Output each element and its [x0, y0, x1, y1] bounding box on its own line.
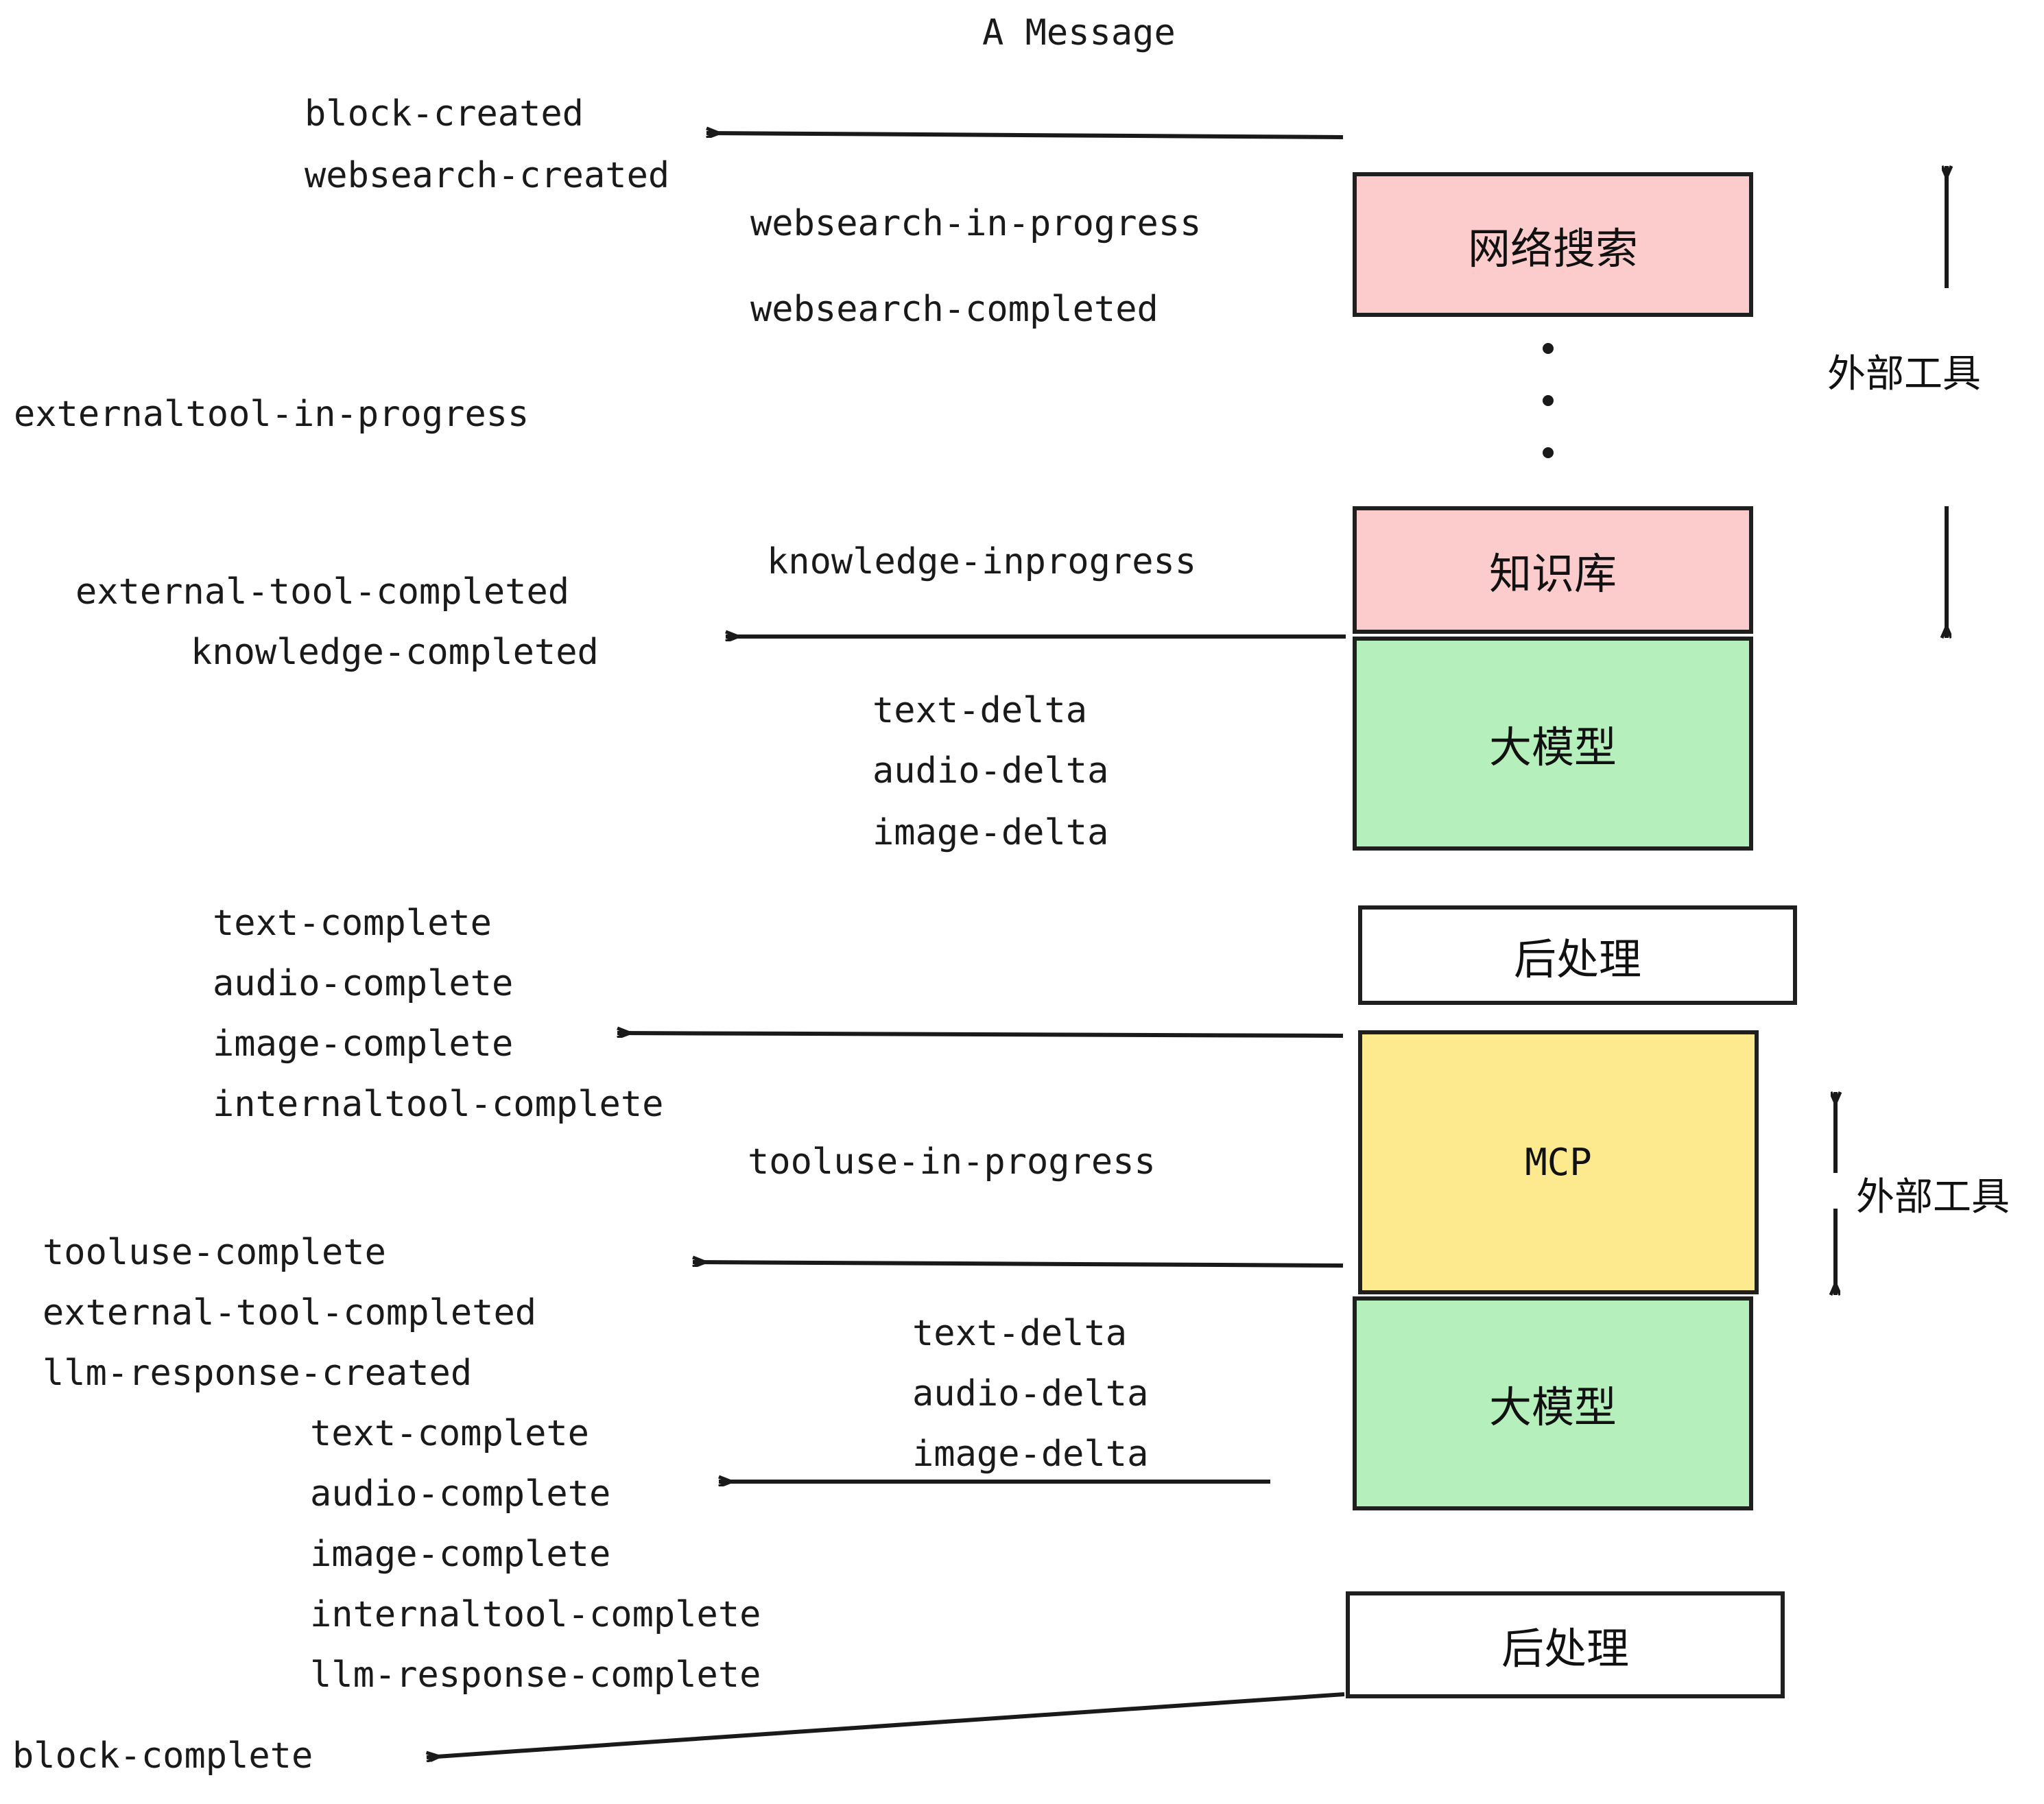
box-llm-1-label: 大模型 — [1488, 722, 1617, 772]
event-block-created: block-created — [305, 93, 584, 134]
event-external-tool-completed-1: external-tool-completed — [75, 571, 570, 613]
arrow-mcp-to-tooluse-complete — [693, 1262, 1344, 1268]
arrow-websearch-to-block-created — [706, 133, 1344, 139]
box-postprocess-2-label: 后处理 — [1501, 1624, 1629, 1674]
box-websearch[interactable]: 网络搜索 — [1353, 172, 1753, 317]
event-internaltool-complete-2: internaltool-complete — [310, 1594, 761, 1635]
event-audio-delta-1: audio-delta — [872, 750, 1109, 792]
event-internaltool-complete-1: internaltool-complete — [213, 1084, 664, 1125]
box-llm-2-label: 大模型 — [1488, 1382, 1617, 1432]
event-llm-response-complete: llm-response-complete — [310, 1654, 761, 1696]
box-websearch-label: 网络搜索 — [1467, 223, 1638, 274]
event-image-delta-1: image-delta — [872, 812, 1109, 853]
event-text-delta-1: text-delta — [872, 690, 1088, 731]
box-llm-2[interactable]: 大模型 — [1353, 1296, 1753, 1510]
event-image-delta-2: image-delta — [912, 1434, 1149, 1475]
event-image-complete-2: image-complete — [310, 1534, 611, 1575]
external-tool-label-bottom: 外部工具 — [1856, 1175, 2010, 1220]
ellipsis-vertical-dots — [1542, 343, 1554, 458]
event-external-tool-completed-2: external-tool-completed — [43, 1292, 537, 1333]
event-llm-response-created: llm-response-created — [43, 1353, 473, 1394]
event-text-complete-1: text-complete — [213, 903, 492, 944]
event-tooluse-in-progress: tooluse-in-progress — [748, 1141, 1156, 1183]
event-knowledge-completed: knowledge-completed — [191, 632, 599, 673]
event-block-complete: block-complete — [12, 1735, 313, 1777]
event-websearch-in-progress: websearch-in-progress — [750, 203, 1202, 244]
box-knowledge-label: 知识库 — [1488, 549, 1617, 599]
dot — [1543, 343, 1554, 354]
event-tooluse-complete: tooluse-complete — [43, 1232, 386, 1273]
event-knowledge-inprogress: knowledge-inprogress — [767, 541, 1197, 582]
event-websearch-completed: websearch-completed — [750, 289, 1158, 330]
external-tool-label-top: 外部工具 — [1827, 352, 1981, 396]
box-mcp[interactable]: MCP — [1358, 1030, 1759, 1294]
page-title: A Message — [982, 12, 1176, 54]
arrow-llm1-to-image-complete — [617, 1033, 1344, 1036]
event-websearch-created: websearch-created — [305, 155, 670, 196]
event-externaltool-in-progress: externaltool-in-progress — [14, 394, 530, 435]
event-text-complete-2: text-complete — [310, 1413, 589, 1454]
event-audio-complete-2: audio-complete — [310, 1473, 611, 1515]
event-image-complete-1: image-complete — [213, 1023, 514, 1065]
box-postprocess-1[interactable]: 后处理 — [1358, 905, 1797, 1005]
event-audio-delta-2: audio-delta — [912, 1373, 1149, 1414]
box-mcp-label: MCP — [1525, 1141, 1592, 1184]
box-knowledge[interactable]: 知识库 — [1353, 506, 1753, 634]
event-audio-complete-1: audio-complete — [213, 963, 514, 1004]
dot — [1543, 447, 1554, 458]
arrow-postprocess2-to-block-complete — [427, 1692, 1345, 1757]
box-llm-1[interactable]: 大模型 — [1353, 637, 1753, 851]
box-postprocess-2[interactable]: 后处理 — [1346, 1591, 1785, 1698]
box-postprocess-1-label: 后处理 — [1513, 934, 1641, 984]
dot — [1543, 395, 1554, 406]
event-text-delta-2: text-delta — [912, 1313, 1128, 1354]
